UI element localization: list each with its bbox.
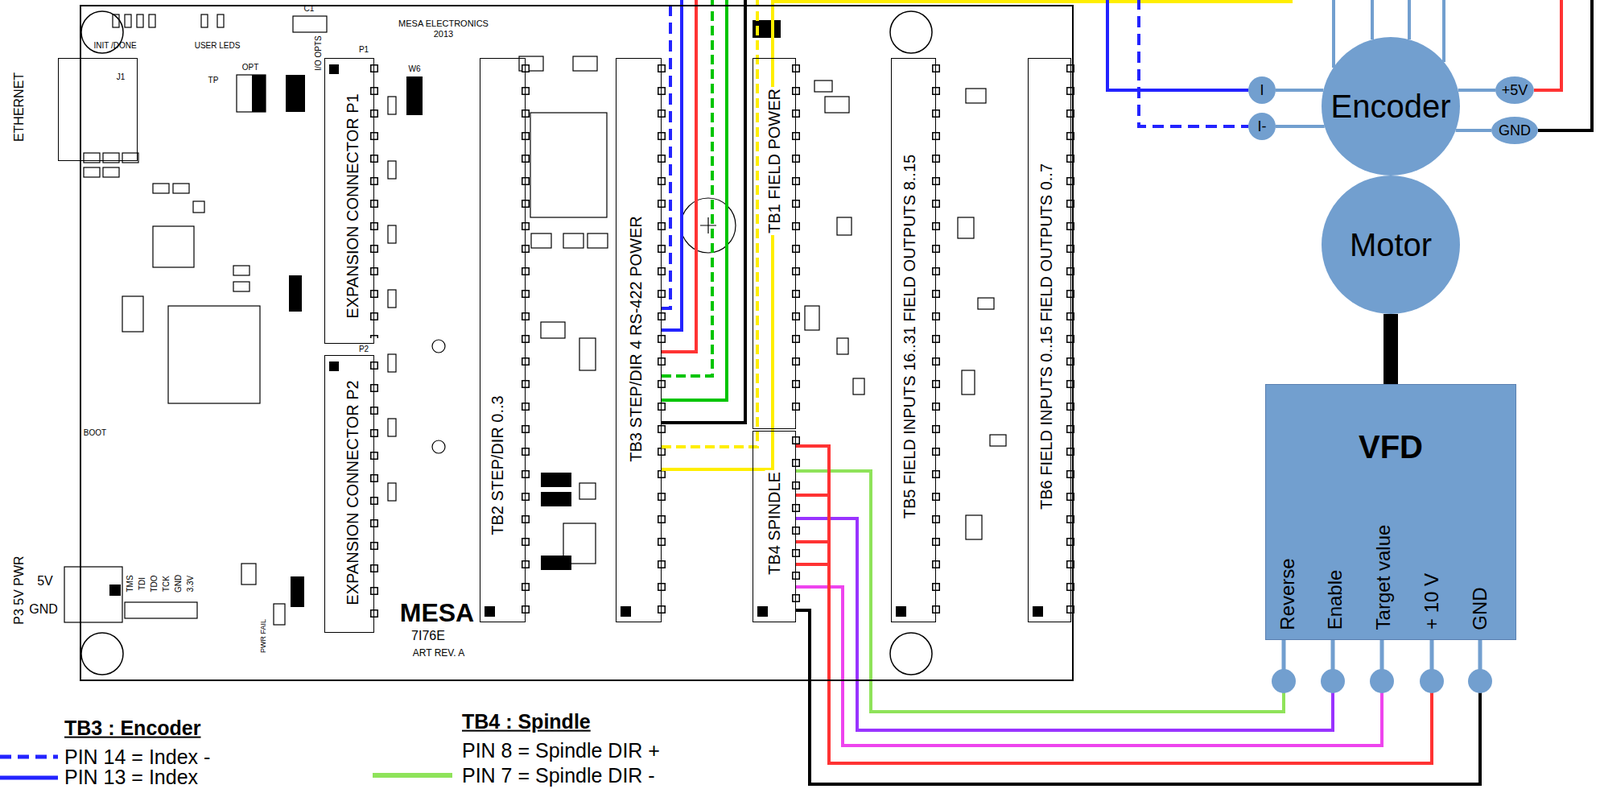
node-label: TB1 FIELD POWER xyxy=(764,86,784,235)
board-label: 7I76E xyxy=(411,628,446,644)
terminal-block: TB5 FIELD INPUTS 16..31 FIELD OUTPUTS 8.… xyxy=(890,57,937,623)
node-label: VFD xyxy=(1358,428,1423,466)
encoder-pin: +5V xyxy=(1495,76,1535,104)
ethernet-jack: ETHERNET xyxy=(57,57,138,161)
jumpers xyxy=(109,20,1044,617)
node-label: I- xyxy=(1257,118,1267,136)
node-label: EXPANSION CONNECTOR P2 xyxy=(342,378,362,607)
wire xyxy=(1275,88,1324,92)
ellipse-fill xyxy=(1248,112,1276,141)
board-outline: EXPANSION CONNECTOR P1 EXPANSION CONNECTO… xyxy=(79,4,1074,681)
ellipse-fill xyxy=(1248,76,1276,104)
node-label: Encoder xyxy=(1331,87,1452,125)
wire xyxy=(1275,124,1325,128)
wire xyxy=(661,0,1249,330)
encoder-pin: GND xyxy=(1491,116,1539,145)
expansion-connector: EXPANSION CONNECTOR P1 xyxy=(324,57,375,344)
board-label: I/O OPTS xyxy=(313,35,324,71)
legend-heading: TB4 : Spindle xyxy=(461,709,591,734)
board-label: MESA xyxy=(400,597,475,628)
wire xyxy=(1455,128,1492,132)
board-label: TP xyxy=(208,75,219,86)
node-label: TB5 FIELD INPUTS 16..31 FIELD OUTPUTS 8.… xyxy=(899,152,919,520)
node-label: Enable xyxy=(1323,569,1347,630)
legend-text: PIN 14 = Index - xyxy=(64,745,211,769)
node-label: TB3 STEP/DIR 4 RS-422 POWER xyxy=(626,214,645,464)
board-label: 3.3V xyxy=(185,575,196,593)
expansion-connector: EXPANSION CONNECTOR P2 xyxy=(324,354,375,633)
board-label: GND xyxy=(28,602,58,617)
board-label: TDI xyxy=(137,577,148,590)
node-label: GND xyxy=(1468,586,1492,630)
terminal-block: TB6 FIELD INPUTS 0..15 FIELD OUTPUTS 0..… xyxy=(1027,57,1072,623)
node-label: ETHERNET xyxy=(11,71,26,141)
node-label: + 10 V xyxy=(1420,573,1444,630)
board-label: OPT xyxy=(242,62,260,73)
board-label: C1 xyxy=(304,4,315,14)
mounting-holes xyxy=(81,11,932,675)
node-label: MESA ELECTRONICS 2013 xyxy=(395,18,493,39)
board-label: J1 xyxy=(116,72,126,83)
board-label: USER LEDS xyxy=(194,41,241,51)
ellipse-fill xyxy=(1321,37,1460,176)
encoder-circle: Encoder xyxy=(1321,37,1460,176)
board-label: P1 xyxy=(358,45,369,55)
ellipse-fill xyxy=(1495,76,1535,104)
terminal-block: TB4 SPINDLE xyxy=(752,430,796,623)
board-label: INIT /DONE xyxy=(93,41,137,51)
board-label: P3 5V PWR xyxy=(12,555,27,624)
board-label: TMS xyxy=(125,574,136,592)
node-label: GND xyxy=(1498,122,1531,140)
node-label: TB6 FIELD INPUTS 0..15 FIELD OUTPUTS 0..… xyxy=(1036,160,1056,511)
terminal-block: TB1 FIELD POWER xyxy=(752,57,796,429)
terminal-notches xyxy=(374,64,1071,628)
wire xyxy=(661,0,1592,423)
terminal-block: TB3 STEP/DIR 4 RS-422 POWER xyxy=(615,57,662,623)
board-label: PWR FAIL xyxy=(259,618,268,653)
board-label: W6 xyxy=(408,64,421,75)
node-label: Motor xyxy=(1349,226,1432,264)
node-label: I xyxy=(1259,82,1264,99)
terminal-block: TB2 STEP/DIR 0..3 xyxy=(479,57,526,623)
node-label: +5V xyxy=(1501,82,1529,99)
node-label: TB4 SPINDLE xyxy=(764,470,784,577)
wire xyxy=(661,0,1249,309)
components xyxy=(64,14,1007,625)
board-label: ART REV. A xyxy=(412,647,465,660)
board-label: BOOT xyxy=(83,428,107,438)
wire xyxy=(1458,88,1496,92)
legend-text: PIN 7 = Spindle DIR - xyxy=(461,763,656,788)
node-label: TB2 STEP/DIR 0..3 xyxy=(487,393,507,537)
wire xyxy=(1383,313,1398,384)
wire xyxy=(661,0,1562,352)
encoder-pin: I- xyxy=(1248,112,1276,141)
legend-text: PIN 13 = Index xyxy=(64,765,198,789)
vfd-box: VFD Reverse Enable Target value + 10 V GND xyxy=(1265,383,1517,640)
board-label: TCK xyxy=(161,575,172,592)
terminal-dot xyxy=(1271,668,1493,693)
board-label: P2 xyxy=(358,344,369,355)
ellipse-fill xyxy=(1321,175,1460,314)
board-label: TDO xyxy=(149,574,160,592)
legend-heading: TB3 : Encoder xyxy=(64,716,201,740)
node-label: Target value xyxy=(1372,523,1395,630)
ellipse-fill xyxy=(1491,116,1539,145)
board-label: GND xyxy=(173,574,184,593)
legend-text: PIN 8 = Spindle DIR + xyxy=(461,738,660,763)
node-label: EXPANSION CONNECTOR P1 xyxy=(342,91,362,320)
motor-circle: Motor xyxy=(1321,175,1460,314)
board-label: 5V xyxy=(37,573,54,589)
encoder-pin: I xyxy=(1248,76,1276,104)
wire xyxy=(795,518,1333,730)
node-label: Reverse xyxy=(1276,557,1299,630)
